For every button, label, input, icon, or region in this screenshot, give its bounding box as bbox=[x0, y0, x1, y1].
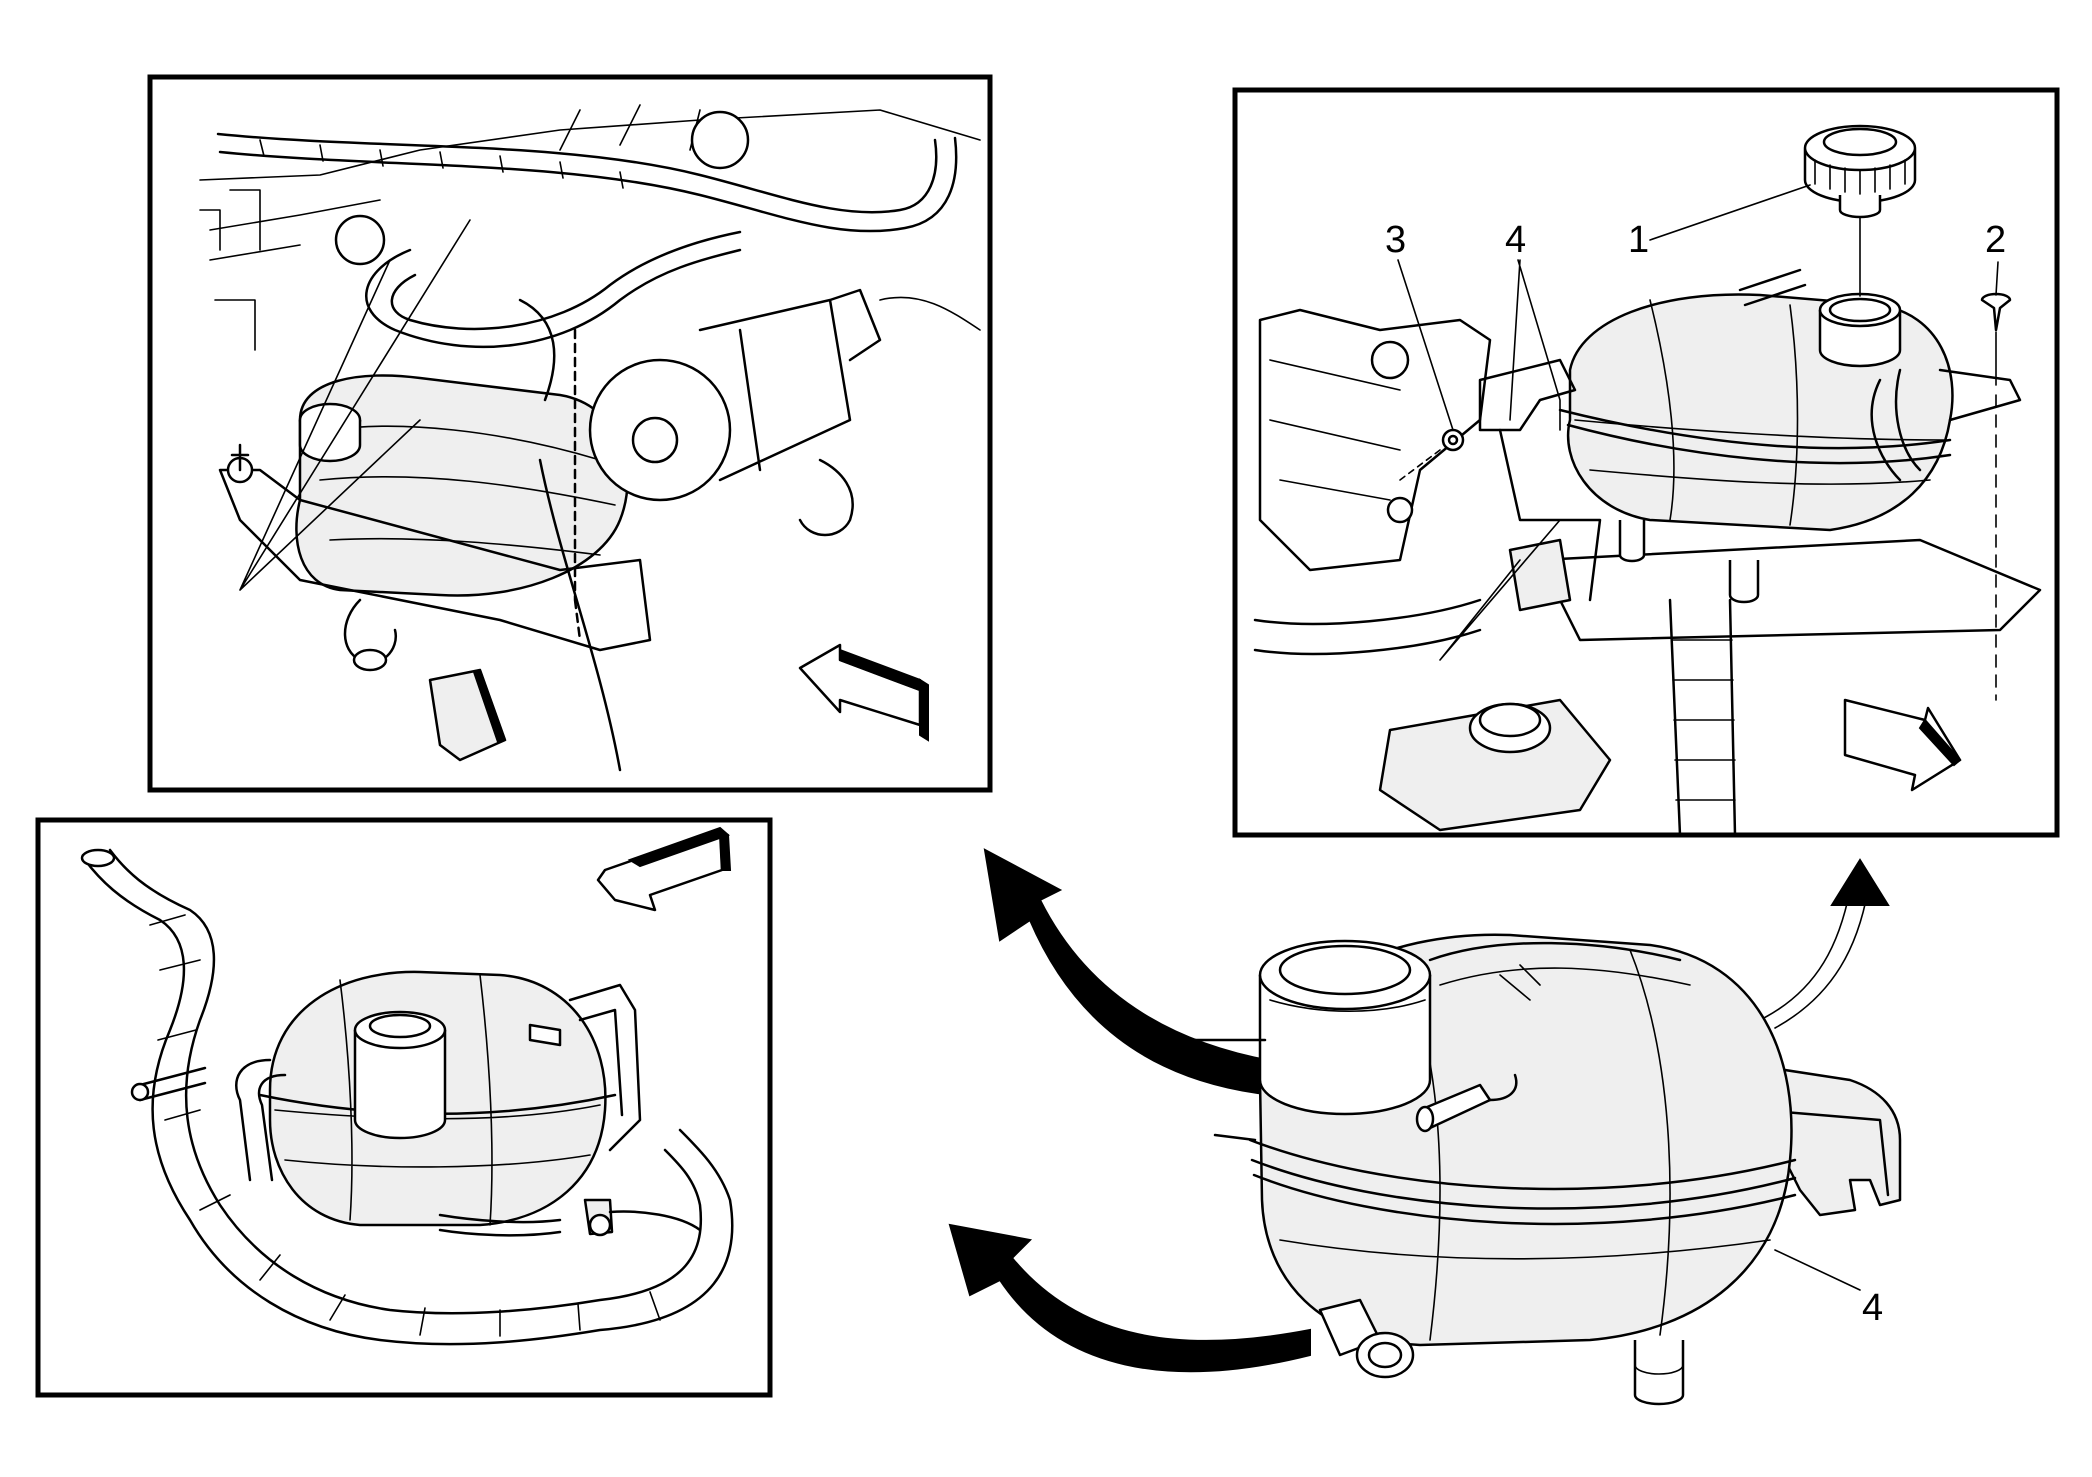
panel-bottom-left bbox=[35, 817, 773, 1398]
panel-top-left bbox=[147, 74, 993, 793]
callout-3: 3 bbox=[1385, 219, 1406, 261]
outlet-bottom bbox=[1633, 1340, 1685, 1406]
lower-component bbox=[1378, 698, 1612, 832]
panel-top-right-frame bbox=[1232, 87, 2060, 838]
push-pin bbox=[1980, 292, 2012, 332]
panel-top-right: 3 4 1 2 bbox=[1232, 87, 2060, 838]
mount-bracket bbox=[218, 468, 652, 652]
ribbed-hose bbox=[1668, 598, 1737, 837]
leader-main-4 bbox=[1774, 1249, 1861, 1291]
arrow-up-right bbox=[1830, 858, 1890, 906]
curved-arrow-lower-left bbox=[948, 1223, 1311, 1373]
callout-2: 2 bbox=[1985, 219, 2006, 261]
callout-4: 4 bbox=[1505, 219, 1526, 261]
panel-top-left-frame bbox=[147, 74, 993, 793]
callout-1: 1 bbox=[1628, 219, 1649, 261]
leader-1 bbox=[1649, 184, 1811, 241]
leader-2 bbox=[1995, 261, 1999, 296]
leader-4 bbox=[1509, 259, 1561, 431]
engine-cap bbox=[690, 110, 750, 170]
upper-hose bbox=[216, 132, 938, 214]
panel-bottom-left-frame bbox=[35, 817, 773, 1398]
tank-bracket-removed bbox=[568, 983, 642, 1152]
hose-clamp bbox=[138, 1066, 207, 1102]
vent-hose bbox=[365, 248, 742, 349]
callout-main-4: 4 bbox=[1862, 1287, 1883, 1329]
reservoir-installed bbox=[295, 374, 629, 597]
main-filler-neck bbox=[1258, 975, 1432, 1116]
leader-3 bbox=[1397, 259, 1454, 431]
long-hose-inner bbox=[108, 848, 703, 1315]
main-reservoir-view: 4 bbox=[1193, 933, 1902, 1406]
long-hose-outer bbox=[83, 858, 734, 1346]
leader-lines bbox=[239, 219, 471, 591]
tank-bracket bbox=[1478, 358, 1577, 432]
direction-arrow-top-right bbox=[1843, 698, 1962, 792]
seam-band bbox=[1248, 1138, 1797, 1191]
